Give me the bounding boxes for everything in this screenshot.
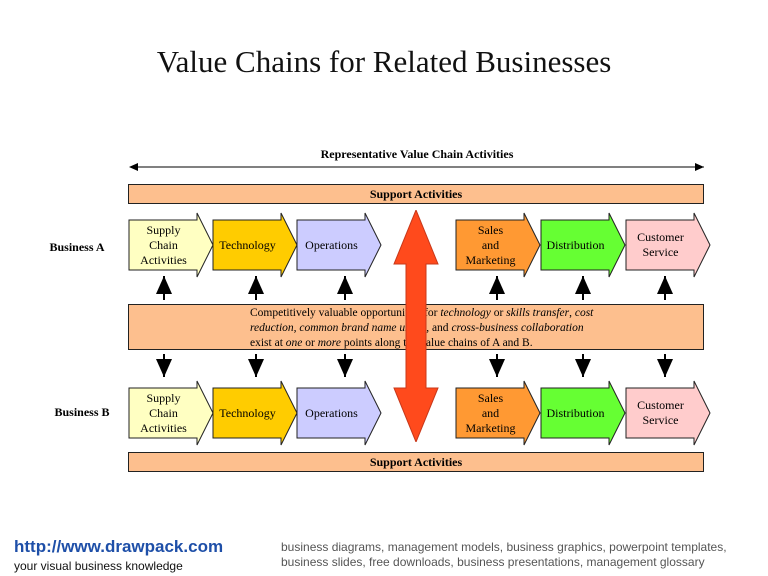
text-run: or	[490, 307, 507, 319]
footer-description: business diagrams, management models, bu…	[281, 540, 727, 569]
step-arrow-shape	[212, 380, 298, 446]
step-arrow-shape	[540, 380, 626, 446]
step-arrow-polygon	[296, 212, 382, 278]
down-arrows	[156, 354, 673, 377]
text-run: cross-business collaboration	[451, 322, 584, 334]
step-label: Sales and Marketing	[465, 390, 516, 435]
business-a-label: Business A	[49, 240, 105, 254]
business-a-step-technology: Technology	[212, 212, 298, 278]
step-arrow-polygon	[128, 212, 214, 278]
step-arrow-shape	[455, 212, 541, 278]
step-label: Distribution	[546, 405, 605, 420]
step-arrow-shape	[128, 212, 214, 278]
step-arrow-shape	[212, 212, 298, 278]
step-label: Operations	[305, 237, 358, 252]
business-b-step-supply-chain: Supply Chain Activities	[128, 380, 214, 446]
step-arrow-polygon	[128, 380, 214, 446]
step-arrow-shape	[625, 380, 711, 446]
step-label: Supply Chain Activities	[140, 390, 187, 435]
business-a-step-supply-chain: Supply Chain Activities	[128, 212, 214, 278]
step-arrow-shape	[296, 212, 382, 278]
text-run: ,	[569, 307, 575, 319]
step-label: Customer Service	[637, 230, 684, 259]
step-arrow-polygon	[625, 212, 711, 278]
step-label: Supply Chain Activities	[140, 222, 187, 267]
step-arrow-polygon	[455, 380, 541, 446]
red-double-arrow-shape	[393, 210, 439, 442]
text-run: , and	[426, 322, 452, 334]
text-run: exist at	[250, 337, 286, 349]
step-arrow-shape	[296, 380, 382, 446]
step-arrow-shape	[540, 212, 626, 278]
step-label: Customer Service	[637, 398, 684, 427]
step-arrow-polygon	[212, 380, 298, 446]
up-arrows	[156, 276, 673, 300]
step-arrow-polygon	[212, 212, 298, 278]
step-label: Technology	[219, 237, 276, 252]
business-a-step-distribution: Distribution	[540, 212, 626, 278]
step-arrow-shape	[128, 380, 214, 446]
step-label: Operations	[305, 405, 358, 420]
red-double-arrow	[393, 210, 439, 442]
support-activities-bar-bottom: Support Activities	[128, 452, 704, 472]
footer-url-link[interactable]: http://www.drawpack.com	[14, 537, 224, 556]
business-a-step-operations: Operations	[296, 212, 382, 278]
representative-label: Representative Value Chain Activities	[320, 147, 514, 161]
step-arrow-polygon	[455, 212, 541, 278]
text-run: technology	[440, 307, 491, 319]
business-b-step-operations: Operations	[296, 380, 382, 446]
business-a-step-sales-marketing: Sales and Marketing	[455, 212, 541, 278]
opportunities-text: Competitively valuable opportunities for…	[250, 306, 670, 351]
text-run: one	[285, 337, 303, 349]
text-run: more	[317, 337, 341, 349]
text-run: or	[302, 337, 318, 349]
text-run: skills transfer	[506, 307, 570, 319]
business-b-step-distribution: Distribution	[540, 380, 626, 446]
step-arrow-shape	[455, 380, 541, 446]
step-label: Distribution	[546, 237, 605, 252]
step-arrow-shape	[625, 212, 711, 278]
page-title: Value Chains for Related Businesses	[156, 44, 612, 79]
business-b-step-customer-service: Customer Service	[625, 380, 711, 446]
business-a-step-customer-service: Customer Service	[625, 212, 711, 278]
step-label: Technology	[219, 405, 276, 420]
step-arrow-polygon	[296, 380, 382, 446]
step-arrow-polygon	[540, 380, 626, 446]
step-arrow-polygon	[625, 380, 711, 446]
text-run: points along the value chains of A and B…	[340, 337, 533, 349]
step-arrow-polygon	[540, 212, 626, 278]
footer-tagline: your visual business knowledge	[14, 559, 183, 573]
text-run: reduction, common brand name usage	[250, 322, 427, 334]
text-run: cost	[574, 307, 594, 319]
support-activities-bar-top: Support Activities	[128, 184, 704, 204]
business-b-step-technology: Technology	[212, 380, 298, 446]
business-b-step-sales-marketing: Sales and Marketing	[455, 380, 541, 446]
business-b-label: Business B	[54, 405, 110, 419]
text-run: Competitively valuable opportunities for	[250, 307, 441, 319]
step-label: Sales and Marketing	[465, 222, 516, 267]
